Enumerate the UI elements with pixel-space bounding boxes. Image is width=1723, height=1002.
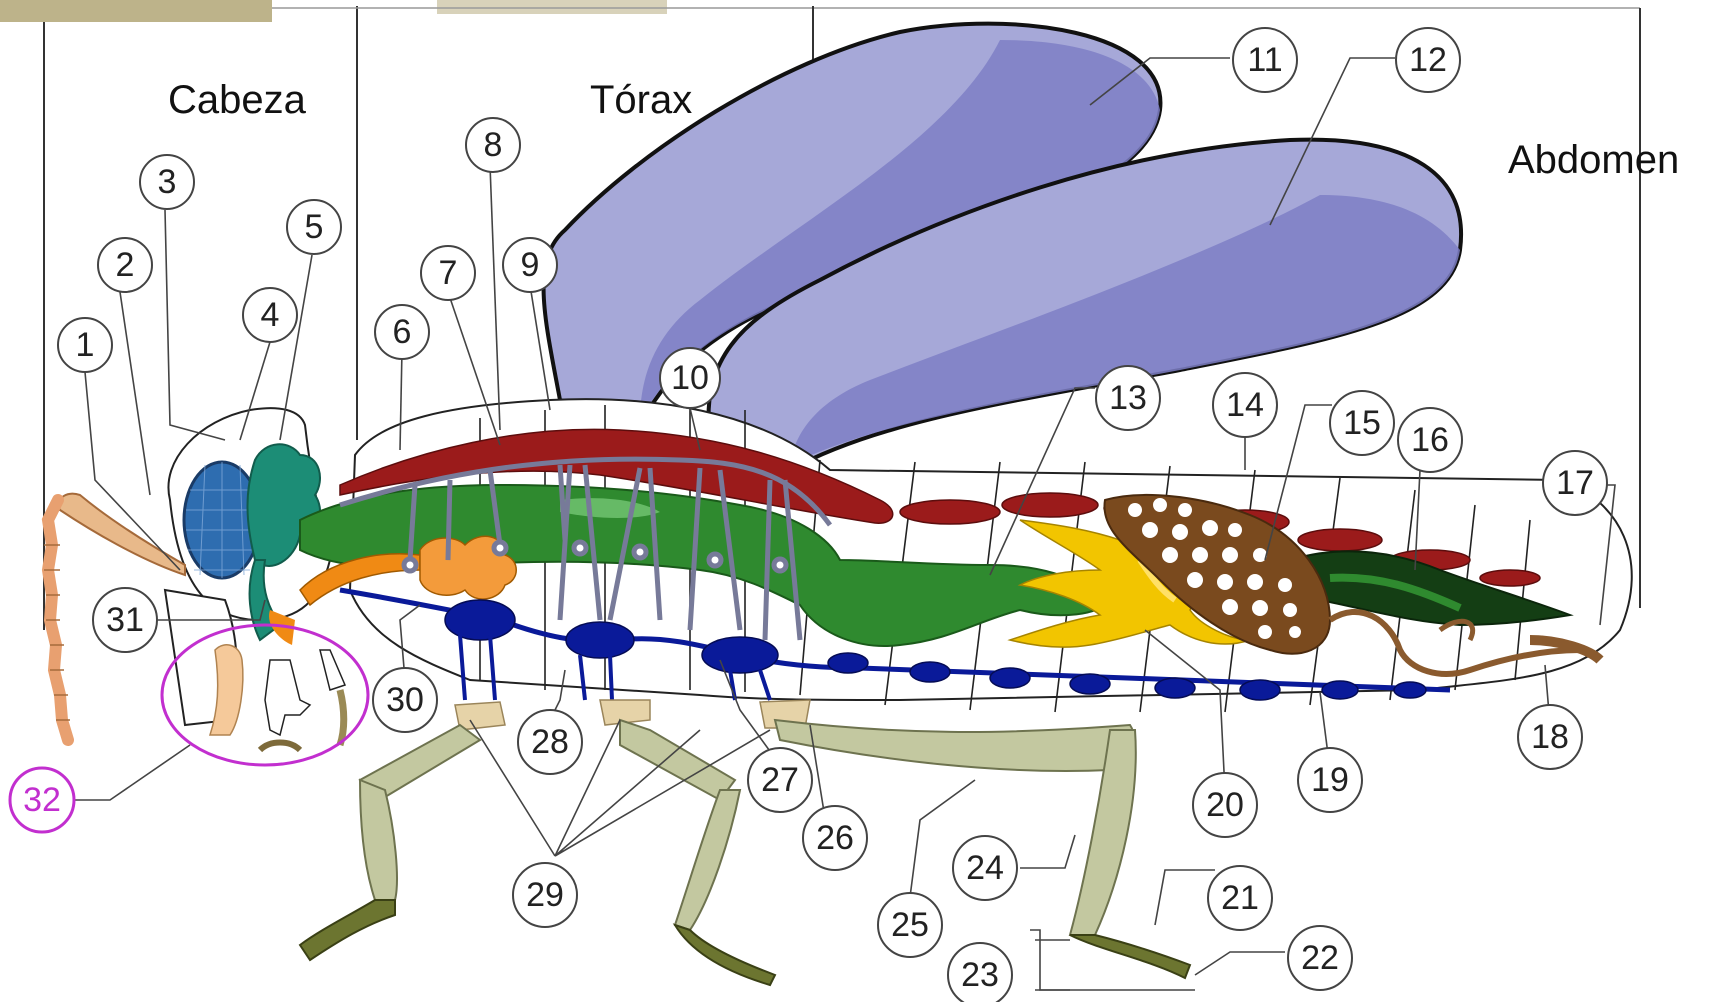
callout-17: 17: [1542, 450, 1608, 516]
callout-13: 13: [1095, 365, 1161, 431]
callout-1: 1: [57, 317, 113, 373]
digestive-tract: [299, 483, 1574, 647]
legs: [358, 718, 1137, 936]
leader-lines: [84, 57, 1616, 991]
svg-text:25: 25: [891, 906, 929, 944]
callout-6: 6: [374, 304, 430, 360]
callout-10: 10: [659, 347, 721, 409]
svg-text:12: 12: [1409, 41, 1447, 79]
svg-text:16: 16: [1411, 421, 1449, 459]
svg-text:26: 26: [816, 819, 854, 857]
svg-text:7: 7: [439, 254, 458, 292]
svg-text:14: 14: [1226, 386, 1264, 424]
callout-12: 12: [1395, 27, 1461, 93]
malpighian-tubules: [1103, 494, 1604, 677]
callout-25: 25: [877, 892, 943, 958]
svg-text:11: 11: [1247, 41, 1282, 79]
callout-23: 23: [947, 942, 1013, 1002]
callout-14: 14: [1212, 372, 1278, 438]
header-bar-left: [0, 0, 272, 22]
callout-27: 27: [747, 747, 813, 813]
svg-text:23: 23: [961, 956, 999, 994]
hindwing: [706, 137, 1464, 473]
callout-7: 7: [420, 245, 476, 301]
callout-16: 16: [1397, 407, 1463, 473]
svg-text:27: 27: [761, 761, 799, 799]
compound-eye: [182, 460, 262, 580]
svg-text:3: 3: [158, 163, 177, 201]
svg-text:18: 18: [1531, 718, 1569, 756]
coxae: [454, 699, 811, 731]
svg-text:15: 15: [1343, 404, 1381, 442]
callout-15: 15: [1329, 390, 1395, 456]
antenna: [41, 492, 186, 746]
region-label-abdomen: Abdomen: [1508, 138, 1679, 182]
callout-11: 11: [1232, 27, 1298, 93]
svg-text:1: 1: [76, 326, 95, 364]
callout-19: 19: [1297, 747, 1363, 813]
leader-32: [74, 744, 191, 801]
svg-text:4: 4: [261, 296, 280, 334]
svg-text:22: 22: [1301, 939, 1339, 977]
callout-20: 20: [1192, 772, 1258, 838]
callout-8: 8: [465, 117, 521, 173]
svg-text:10: 10: [671, 359, 709, 397]
tracheal-system: [339, 456, 833, 641]
callout-24: 24: [952, 835, 1018, 901]
callout-26: 26: [802, 805, 868, 871]
callout-28: 28: [517, 709, 583, 775]
svg-text:19: 19: [1311, 761, 1349, 799]
svg-text:24: 24: [966, 849, 1004, 887]
callout-29: 29: [512, 862, 578, 928]
callout-30: 30: [372, 667, 438, 733]
callout-3: 3: [139, 154, 195, 210]
header-bar-mid: [437, 0, 667, 14]
svg-text:17: 17: [1556, 464, 1594, 502]
callout-4: 4: [242, 287, 298, 343]
callout-9: 9: [502, 237, 558, 293]
callouts: 1 2 3 4 5 6 7 8 9 10 11 12 13 14 15 16 1…: [8, 27, 1608, 1002]
callout-22: 22: [1287, 925, 1353, 991]
svg-text:13: 13: [1109, 379, 1147, 417]
salivary-gland: [269, 535, 517, 645]
svg-text:6: 6: [393, 313, 412, 351]
svg-text:29: 29: [526, 876, 564, 914]
svg-text:30: 30: [386, 681, 424, 719]
svg-text:8: 8: [484, 126, 503, 164]
mouthparts: [208, 644, 348, 753]
callout-2: 2: [97, 237, 153, 293]
callout-21: 21: [1207, 865, 1273, 931]
svg-text:20: 20: [1206, 786, 1244, 824]
callout-18: 18: [1517, 704, 1583, 770]
callout-5: 5: [286, 199, 342, 255]
svg-text:21: 21: [1221, 879, 1259, 917]
mouthparts-highlight: [160, 623, 370, 767]
svg-text:31: 31: [106, 601, 144, 639]
region-label-head: Cabeza: [168, 78, 307, 122]
svg-text:2: 2: [116, 246, 135, 284]
svg-text:5: 5: [305, 208, 324, 246]
region-label-thorax: Tórax: [590, 78, 692, 122]
callout-31: 31: [92, 587, 158, 653]
tarsi: [298, 899, 1192, 987]
callout-32: 32: [8, 766, 76, 834]
svg-text:32: 32: [23, 781, 61, 819]
svg-text:9: 9: [521, 246, 540, 284]
svg-text:28: 28: [531, 723, 569, 761]
